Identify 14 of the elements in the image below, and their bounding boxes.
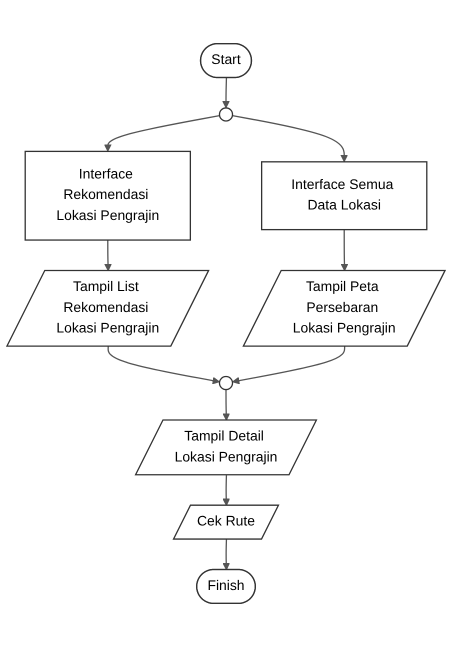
arrow xyxy=(232,346,346,384)
arrow xyxy=(222,539,230,570)
arrow xyxy=(232,114,348,162)
arrow xyxy=(340,230,348,272)
node-box: Interface Rekomendasi Lokasi Pengrajin xyxy=(24,150,192,241)
arrow xyxy=(222,390,230,421)
node-circle xyxy=(218,376,234,390)
arrow xyxy=(222,78,230,108)
arrow xyxy=(104,240,112,272)
arrow xyxy=(104,114,220,152)
node-circle xyxy=(218,107,234,122)
node-box: Interface Semua Data Lokasi xyxy=(260,161,428,230)
arrow xyxy=(222,475,230,506)
arrow xyxy=(107,346,220,384)
